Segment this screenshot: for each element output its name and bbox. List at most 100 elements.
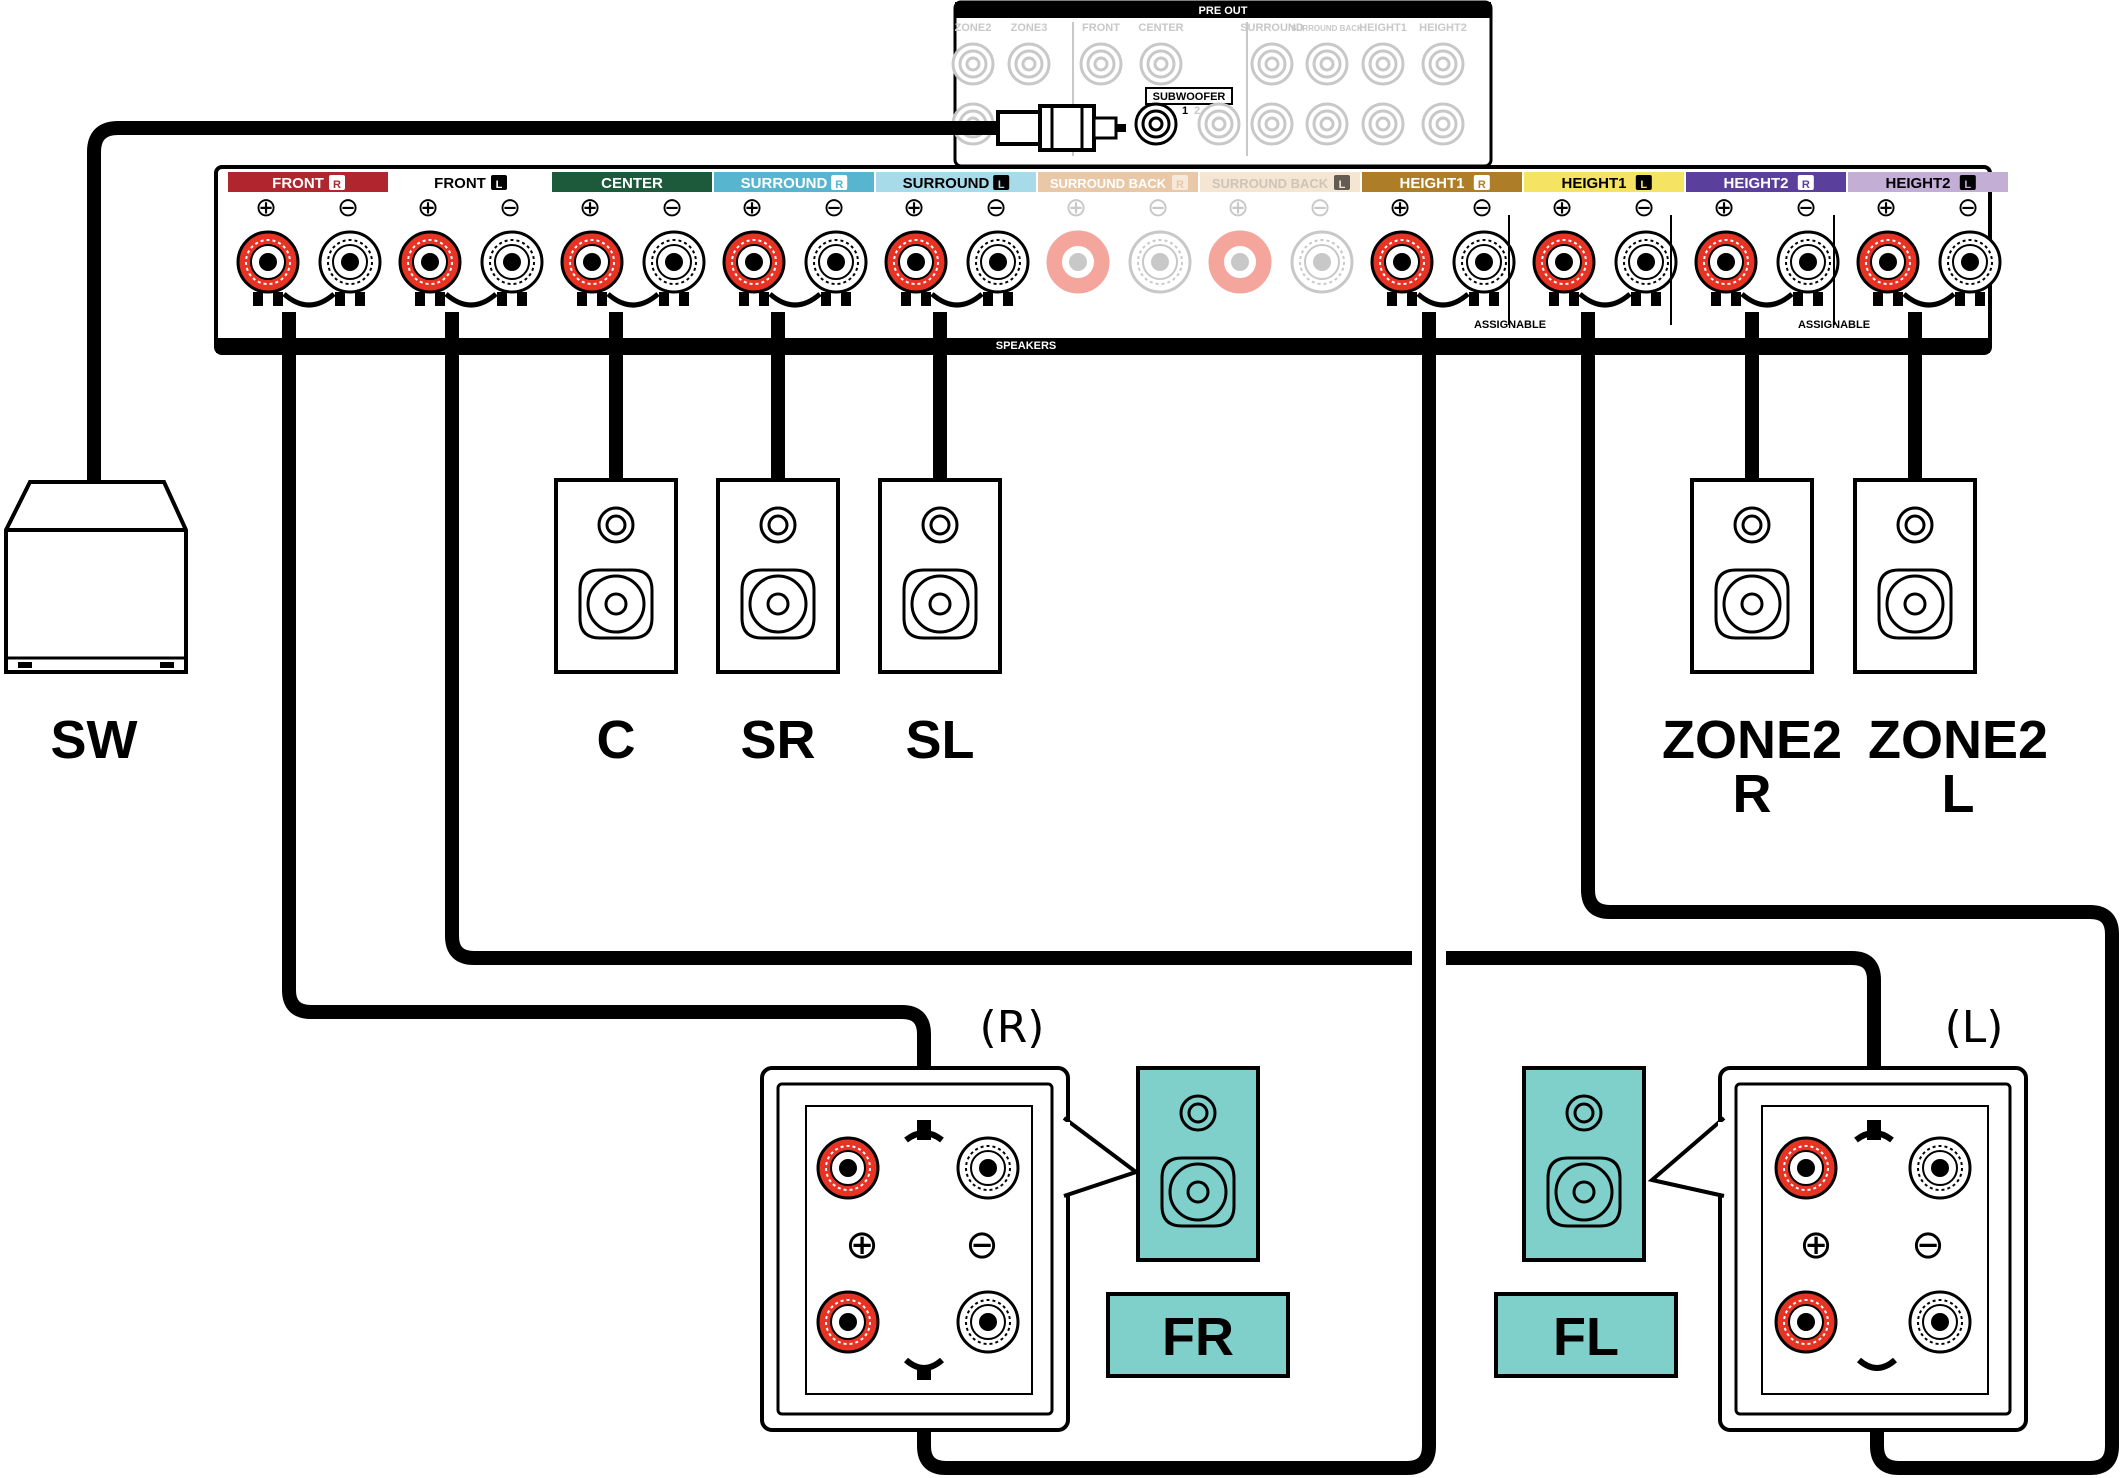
speakers-section-label: SPEAKERS (996, 340, 1057, 352)
zone2-left-label-line1: ZONE2 (1868, 710, 2048, 770)
channel-label-3: SURROUND (741, 175, 828, 192)
terminal-plus-4[interactable] (884, 230, 948, 294)
terminal-plus-1[interactable] (398, 230, 462, 294)
channel-2: CENTER (552, 172, 712, 192)
minus-symbol-9: ⊖ (1795, 193, 1817, 223)
fr-plus-symbol: ⊕ (845, 1222, 879, 1268)
fr-terminal-top-minus[interactable] (956, 1136, 1020, 1200)
fl-minus-symbol: ⊖ (1911, 1222, 1945, 1268)
zone2-right-label-line2: R (1733, 764, 1772, 824)
assignable-label-1: ASSIGNABLE (1474, 319, 1546, 331)
terminal-minus-5 (1128, 230, 1192, 294)
subwoofer: SW (4, 480, 188, 770)
fr-terminal-bottom-minus[interactable] (956, 1290, 1020, 1354)
terminal-plus-5 (1046, 230, 1110, 294)
zone2-right-label-line1: ZONE2 (1662, 710, 1842, 770)
terminal-minus-0[interactable] (318, 230, 382, 294)
surround-right-speaker: SR (716, 478, 840, 770)
pre-out-title: PRE OUT (1199, 5, 1248, 17)
speaker-terminals (236, 230, 2002, 308)
fr-terminal-bottom-plus[interactable] (816, 1290, 880, 1354)
channel-3: SURROUND R (714, 172, 874, 192)
minus-symbol-5: ⊖ (1147, 193, 1169, 223)
channel-label-8: HEIGHT1 (1561, 175, 1626, 192)
center-speaker-label: C (597, 710, 636, 770)
pre-out-label-1: ZONE3 (1011, 22, 1048, 34)
pre-out-jack-top-5 (1305, 42, 1349, 86)
channel-7: HEIGHT1 R (1362, 172, 1522, 192)
subwoofer-jack-2 (1197, 102, 1241, 146)
channel-label-1: FRONT (434, 175, 486, 192)
minus-symbol-6: ⊖ (1309, 193, 1331, 223)
terminal-plus-2[interactable] (560, 230, 624, 294)
terminal-minus-9[interactable] (1776, 230, 1840, 294)
front-left-detail: (L) ⊕ ⊖ FL (1494, 1002, 2028, 1432)
fl-speaker-icon (1522, 1066, 1646, 1262)
channel-label-0: FRONT (272, 175, 324, 192)
plus-symbol-9: ⊕ (1713, 193, 1735, 223)
terminal-minus-4[interactable] (966, 230, 1030, 294)
fl-terminal-bottom-plus[interactable] (1774, 1290, 1838, 1354)
pre-out-jack-top-1 (1007, 42, 1051, 86)
terminal-minus-8[interactable] (1614, 230, 1678, 294)
fl-plus-symbol: ⊕ (1799, 1222, 1833, 1268)
wire-overlays (904, 1120, 1897, 1380)
channel-badge-5: R (1176, 179, 1184, 191)
subwoofer-jack-1[interactable] (1134, 102, 1178, 146)
terminal-plus-8[interactable] (1532, 230, 1596, 294)
minus-symbol-10: ⊖ (1957, 193, 1979, 223)
plus-symbol-8: ⊕ (1551, 193, 1573, 223)
channel-badge-4: L (998, 179, 1005, 191)
zone2-right-speaker-icon (1690, 478, 1814, 674)
pre-out-label-4: SURROUND (1240, 22, 1304, 34)
pre-out-jack-bottom-1 (1250, 102, 1294, 146)
terminal-minus-3[interactable] (804, 230, 868, 294)
fl-terminal-bottom-minus[interactable] (1908, 1290, 1972, 1354)
terminal-plus-3[interactable] (722, 230, 786, 294)
plus-symbol-4: ⊕ (903, 193, 925, 223)
plus-symbol-5: ⊕ (1065, 193, 1087, 223)
center-speaker-icon (554, 478, 678, 674)
polarity-symbols: ⊕⊖⊕⊖⊕⊖⊕⊖⊕⊖⊕⊖⊕⊖⊕⊖⊕⊖⊕⊖⊕⊖ (255, 193, 1979, 223)
fl-terminal-top-plus[interactable] (1774, 1136, 1838, 1200)
plus-symbol-10: ⊕ (1875, 193, 1897, 223)
pre-out-label-0: ZONE2 (955, 22, 992, 34)
terminal-minus-2[interactable] (642, 230, 706, 294)
terminal-plus-7[interactable] (1370, 230, 1434, 294)
terminal-plus-9[interactable] (1694, 230, 1758, 294)
channel-badge-7: R (1478, 179, 1486, 191)
terminal-minus-10[interactable] (1938, 230, 2002, 294)
channel-label-7: HEIGHT1 (1399, 175, 1464, 192)
fl-terminal-top-minus[interactable] (1908, 1136, 1972, 1200)
pre-out-jack-bottom-3 (1361, 102, 1405, 146)
channel-label-10: HEIGHT2 (1885, 175, 1950, 192)
channel-label-4: SURROUND (903, 175, 990, 192)
fr-terminal-top-plus[interactable] (816, 1136, 880, 1200)
channel-label-9: HEIGHT2 (1723, 175, 1788, 192)
fr-minus-symbol: ⊖ (965, 1222, 999, 1268)
fr-speaker-icon (1136, 1066, 1260, 1262)
channel-label-5: SURROUND BACK (1050, 176, 1167, 191)
front-left-side-label: (L) (1945, 1002, 2004, 1053)
pre-out-jack-top-3 (1139, 42, 1183, 86)
pre-out-jack-top-4 (1250, 42, 1294, 86)
terminal-minus-7[interactable] (1452, 230, 1516, 294)
minus-symbol-1: ⊖ (499, 193, 521, 223)
terminal-minus-1[interactable] (480, 230, 544, 294)
channel-badge-3: R (835, 179, 843, 191)
front-right-detail: (R) ⊕ ⊖ FR (760, 1002, 1290, 1432)
surround-right-speaker-label: SR (740, 710, 815, 770)
pre-out-jack-top-6 (1361, 42, 1405, 86)
terminal-plus-10[interactable] (1856, 230, 1920, 294)
surround-right-speaker-icon (716, 478, 840, 674)
terminal-plus-0[interactable] (236, 230, 300, 294)
plus-symbol-1: ⊕ (417, 193, 439, 223)
